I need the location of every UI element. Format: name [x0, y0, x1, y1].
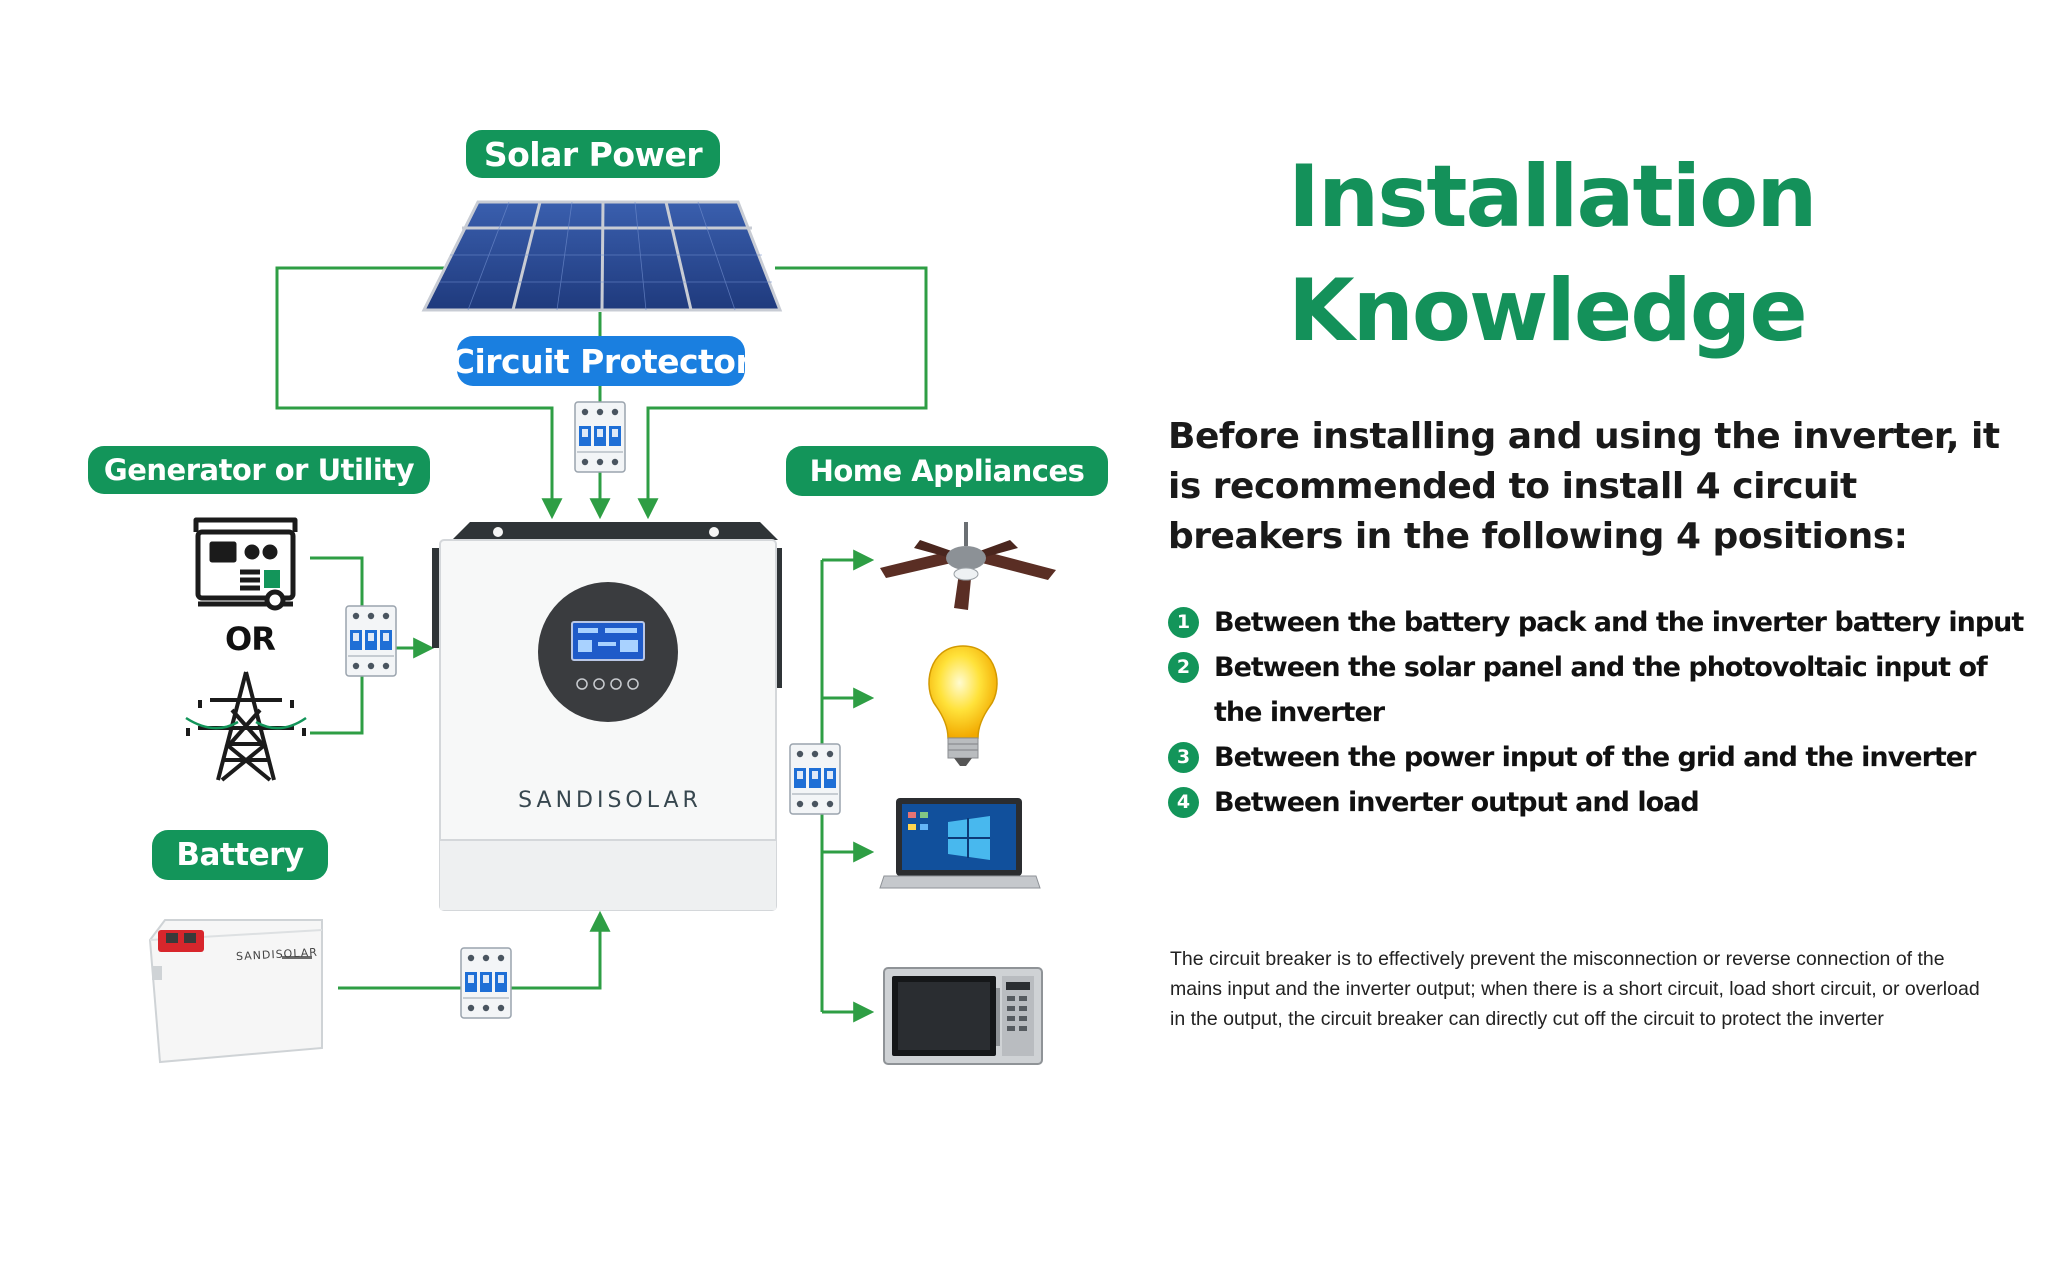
microwave-icon — [883, 967, 1043, 1065]
circuit-breaker-icon — [345, 605, 397, 677]
light-bulb-icon — [928, 645, 998, 766]
circuit-protector-label: Circuit Protector — [451, 336, 752, 386]
inverter-brand-label: SANDISOLAR — [518, 788, 702, 813]
solar-power-label: Solar Power — [466, 130, 720, 178]
list-item: 3 Between the power input of the grid an… — [1168, 735, 2028, 780]
inverter-icon — [432, 522, 782, 911]
circuit-breaker-icon — [460, 947, 512, 1019]
title-line-2: Knowledge — [1288, 261, 1808, 361]
laptop-icon — [879, 798, 1041, 889]
footnote-text: The circuit breaker is to effectively pr… — [1170, 948, 1980, 1030]
home-appliances-label: Home Appliances — [786, 446, 1108, 496]
battery-icon — [148, 919, 323, 1064]
solar-panel-icon — [421, 200, 783, 312]
steps-list: 1 Between the battery pack and the inver… — [1168, 600, 2028, 825]
step-text: Between the solar panel and the photovol… — [1214, 652, 1988, 728]
ceiling-fan-icon — [880, 522, 1056, 610]
step-number-badge: 4 — [1168, 787, 1199, 818]
step-text: Between the battery pack and the inverte… — [1214, 607, 2024, 638]
list-item: 2 Between the solar panel and the photov… — [1168, 645, 2028, 735]
step-number-badge: 3 — [1168, 742, 1199, 773]
generator-icon — [193, 517, 298, 611]
generator-utility-label: Generator or Utility — [88, 446, 430, 494]
step-number-badge: 1 — [1168, 607, 1199, 638]
list-item: 4 Between inverter output and load — [1168, 780, 2028, 825]
step-text: Between inverter output and load — [1214, 787, 1700, 818]
page-title: Installation Knowledge — [1288, 140, 1848, 368]
title-line-1: Installation — [1288, 147, 1817, 247]
circuit-breaker-icon — [789, 743, 841, 815]
step-text: Between the power input of the grid and … — [1214, 742, 1976, 773]
battery-label: Battery — [152, 830, 328, 880]
list-item: 1 Between the battery pack and the inver… — [1168, 600, 2028, 645]
step-number-badge: 2 — [1168, 652, 1199, 683]
intro-text: Before installing and using the inverter… — [1168, 416, 2000, 557]
circuit-breaker-icon — [574, 401, 626, 473]
system-diagram — [148, 200, 1056, 1065]
power-tower-icon — [185, 671, 307, 782]
or-label: OR — [225, 620, 276, 658]
